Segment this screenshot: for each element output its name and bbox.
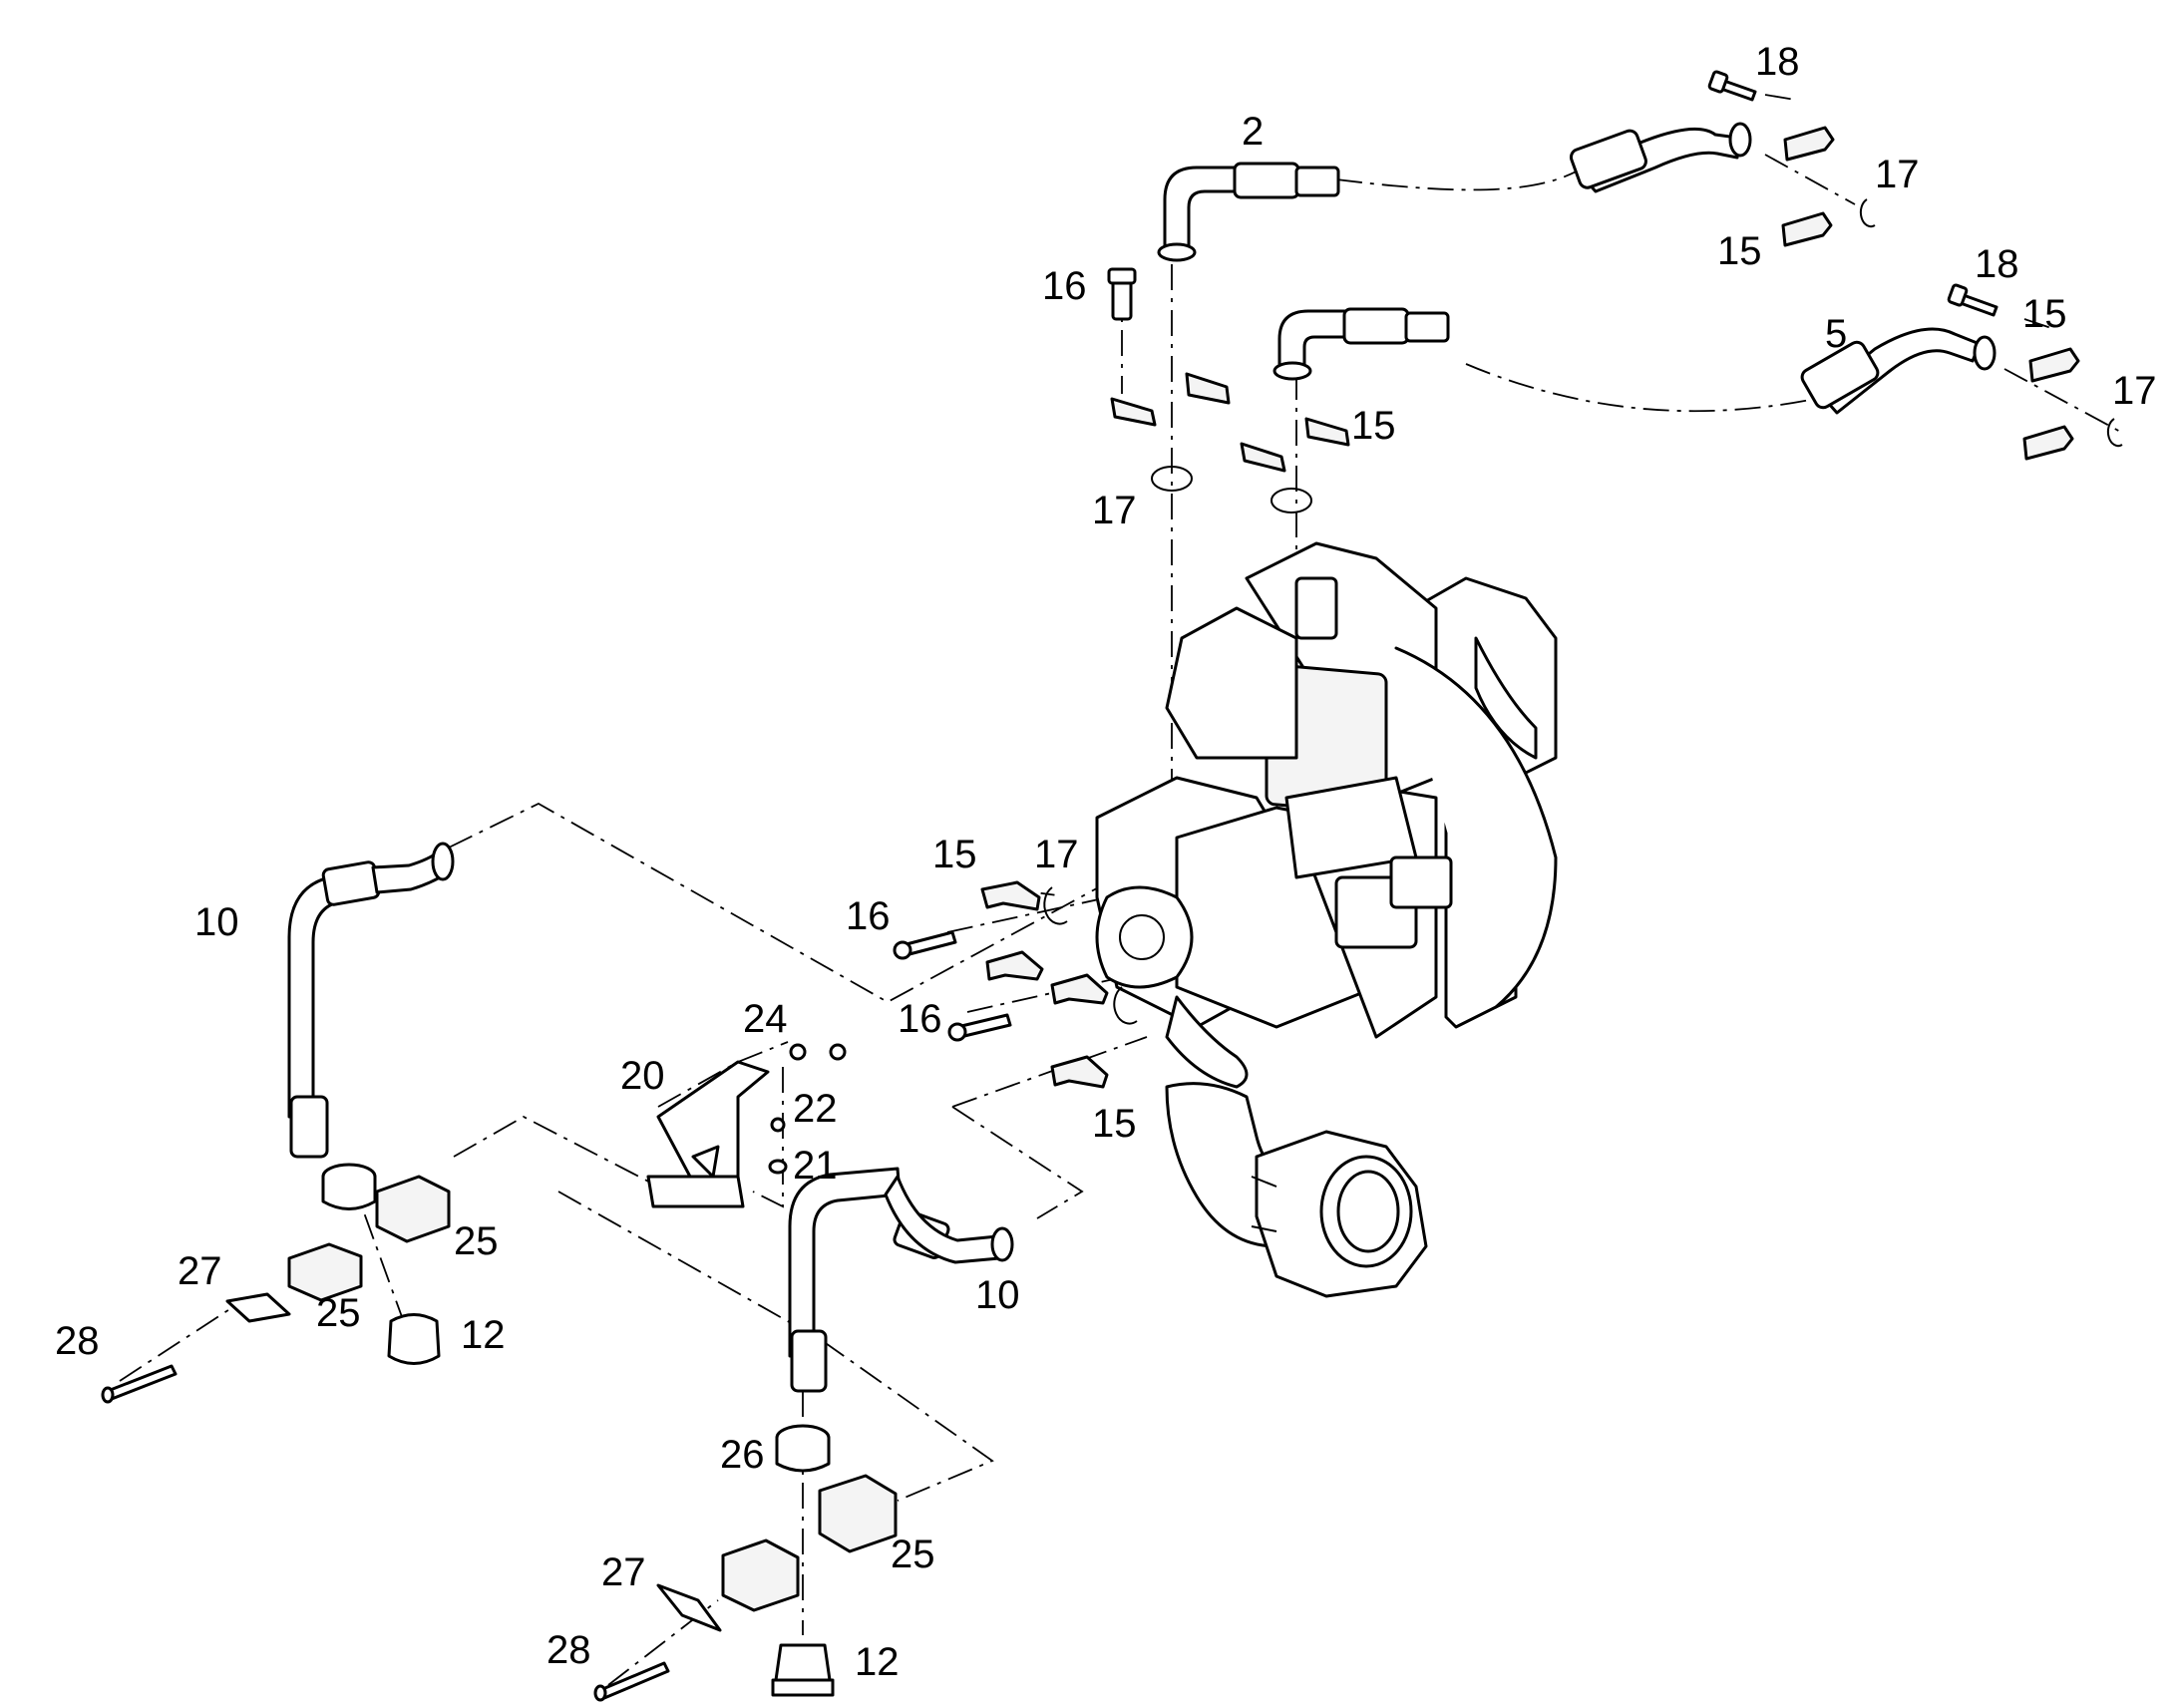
half-flange-15a (1781, 211, 1833, 247)
half-flange-15b (2028, 347, 2080, 383)
callout-labels: 2 18 17 15 16 18 15 5 17 15 17 10 15 17 … (55, 40, 2157, 1684)
hose-2 (1157, 122, 1752, 262)
callout-17: 17 (1092, 489, 1137, 532)
callout-15: 15 (932, 833, 977, 876)
leader-17a (1764, 154, 1856, 205)
center-fittings (893, 880, 1138, 1089)
callout-17: 17 (1034, 833, 1079, 876)
callout-27: 27 (178, 1249, 222, 1293)
clamp-lower-b (721, 1538, 800, 1612)
center-top-fittings (1107, 267, 1350, 513)
half-flange-15d (980, 880, 1041, 911)
leader-hose-2 (1335, 159, 1597, 191)
leader-hose-5 (1465, 363, 1816, 413)
screw-22 (770, 1117, 786, 1133)
hose-5 (1272, 307, 1997, 415)
callout-15: 15 (1351, 404, 1396, 448)
clamp-25a (375, 1175, 451, 1243)
callout-25: 25 (891, 1533, 935, 1576)
leader-hose-10a (448, 802, 1118, 1004)
callout-2: 2 (1242, 110, 1264, 154)
half-flange-upper-e (1240, 442, 1286, 473)
washer-21 (768, 1159, 788, 1175)
plate-27b (656, 1583, 722, 1632)
callout-20: 20 (620, 1054, 665, 1098)
o-ring-17a (1859, 198, 1876, 228)
callout-5: 5 (1825, 312, 1847, 356)
half-flange-upper-c (1110, 397, 1157, 427)
callout-17: 17 (1875, 153, 1920, 196)
leader-bolt-28a (119, 1305, 235, 1382)
callout-16: 16 (846, 894, 891, 938)
bracket-20 (646, 1043, 847, 1208)
callout-15: 15 (1092, 1102, 1137, 1146)
callout-17: 17 (2112, 369, 2157, 413)
leader-clamp-25-top (453, 1115, 659, 1188)
clamp-25c (818, 1474, 898, 1553)
callout-16: 16 (898, 997, 942, 1041)
half-flange-lower-b (2022, 425, 2074, 461)
leader-15e (951, 1036, 1148, 1108)
callout-28: 28 (546, 1628, 591, 1672)
leader-hose-10b (951, 1106, 1084, 1219)
leader-grommet-12a (348, 1171, 410, 1337)
leader-17b (2003, 368, 2125, 435)
grommet-12a (387, 1313, 441, 1365)
callout-22: 22 (793, 1087, 838, 1131)
callout-24: 24 (743, 997, 788, 1041)
callout-21: 21 (793, 1144, 838, 1188)
leader-clamp-25c (822, 1340, 994, 1502)
callout-15: 15 (2022, 292, 2067, 336)
half-flange-15e (1050, 1055, 1109, 1089)
callout-10: 10 (194, 900, 239, 944)
callout-18: 18 (1975, 242, 2019, 286)
plate-27a (225, 1292, 291, 1323)
callout-27: 27 (601, 1550, 646, 1594)
half-flange-15c (1304, 417, 1350, 447)
callout-25: 25 (316, 1291, 361, 1335)
gearbox-body (1095, 541, 1558, 1298)
hose-10-right (788, 1167, 1014, 1393)
callout-28: 28 (55, 1319, 100, 1363)
clamp-25b (287, 1242, 363, 1302)
bolt-28a (106, 1364, 178, 1401)
hose-10-left (287, 842, 455, 1159)
grommet-12b (774, 1643, 832, 1682)
nut-24a (789, 1043, 807, 1061)
clamp-set-lower (593, 1424, 898, 1702)
pipe-elbow-top (1165, 995, 1249, 1089)
nut-24b (829, 1043, 847, 1061)
o-ring-17b (2106, 418, 2123, 448)
leader-18a (1764, 94, 1796, 101)
bolt-28b (598, 1661, 670, 1700)
callout-15: 15 (1717, 229, 1762, 273)
callout-18: 18 (1755, 40, 1800, 84)
pump-face (1095, 885, 1194, 989)
top-right-fittings (1707, 70, 2123, 461)
o-ring-17d (1043, 886, 1068, 925)
callout-10: 10 (975, 1273, 1020, 1317)
o-ring-17c-b (1271, 488, 1312, 513)
leader-bracket-20 (657, 1041, 789, 1108)
half-flange-mid-b (1050, 973, 1109, 1005)
callout-12: 12 (461, 1313, 506, 1357)
half-flange-upper-d (1185, 372, 1231, 405)
callout-25: 25 (454, 1219, 499, 1263)
callout-26: 26 (720, 1433, 765, 1477)
callout-16: 16 (1042, 264, 1087, 308)
clamp-set-left (101, 1163, 451, 1404)
leader-18b (2023, 318, 2055, 330)
leader-clamp-25a (557, 1191, 824, 1342)
o-ring-17c (1151, 466, 1193, 492)
callout-12: 12 (855, 1640, 900, 1684)
o-ring-17e (1113, 986, 1138, 1025)
half-flange-upper-a (1783, 126, 1835, 162)
half-flange-mid-a (985, 950, 1044, 981)
leader-washer-21 (752, 1067, 784, 1208)
